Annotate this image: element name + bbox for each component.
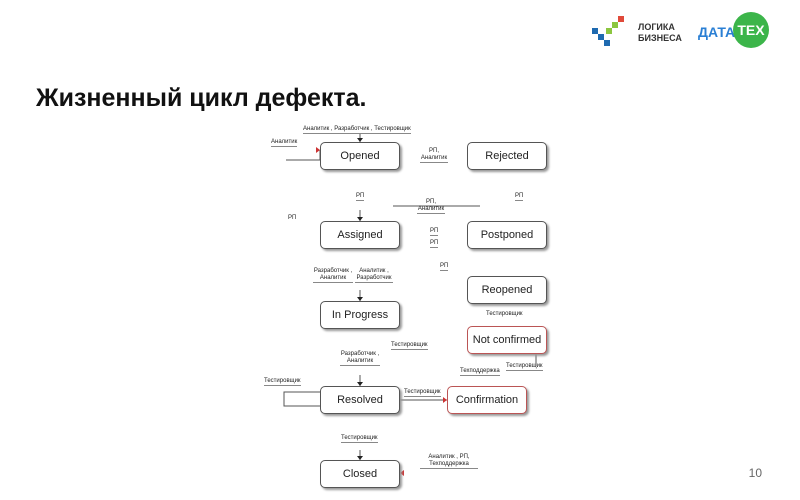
state-resolved[interactable]: Resolved [320, 386, 400, 414]
state-postponed[interactable]: Postponed [467, 221, 547, 249]
transition-label: Аналитик , РП, Техподдержка [420, 454, 478, 469]
transition-label: РП [356, 193, 365, 201]
logo-text-1: ЛОГИКА [638, 22, 675, 32]
transition-label: Аналитик , Разработчик [355, 268, 393, 283]
logo-datatex: ДАТА [698, 24, 736, 40]
transition-label: РП [515, 193, 524, 201]
state-opened[interactable]: Opened [320, 142, 400, 170]
transition-label: Аналитик [271, 139, 298, 147]
state-reopened[interactable]: Reopened [467, 276, 547, 304]
state-confirmation[interactable]: Confirmation [447, 386, 527, 414]
transition-label: Разработчик , Аналитик [313, 268, 353, 283]
transition-label: РП [430, 240, 439, 248]
logo-mark-icon [592, 16, 624, 46]
transition-label: Разработчик , Аналитик [340, 351, 380, 366]
transition-label: РП, Аналитик [420, 148, 448, 163]
page-title: Жизненный цикл дефекта. [36, 84, 367, 112]
state-assigned[interactable]: Assigned [320, 221, 400, 249]
transition-label: РП, Аналитик [417, 199, 445, 214]
logo-globe-icon: ТЕХ [733, 12, 769, 48]
state-closed[interactable]: Closed [320, 460, 400, 488]
state-rejected[interactable]: Rejected [467, 142, 547, 170]
state-in-progress[interactable]: In Progress [320, 301, 400, 329]
state-not-confirmed[interactable]: Not confirmed [467, 326, 547, 354]
transition-label: Тестировщик [506, 363, 543, 371]
logo-text-2: БИЗНЕСА [638, 33, 682, 43]
transition-label: Аналитик , Разработчик , Тестировщик [303, 126, 411, 134]
transition-label: РП [440, 263, 449, 271]
transition-label: Тестировщик [264, 378, 301, 386]
transition-label: Техподдержка [460, 368, 500, 376]
transition-label: Тестировщик [341, 435, 378, 443]
transition-label: РП [288, 215, 297, 221]
transition-label: Тестировщик [486, 311, 523, 317]
transition-label: РП [430, 228, 439, 236]
page-number: 10 [748, 466, 762, 480]
transition-label: Тестировщик [404, 389, 441, 397]
transition-label: Тестировщик [391, 342, 428, 350]
